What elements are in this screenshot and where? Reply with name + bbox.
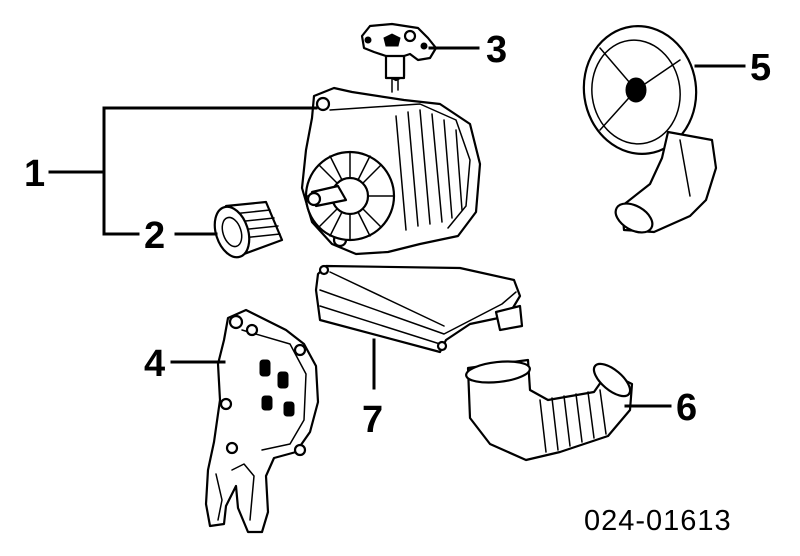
callout-1: 1 [24,153,45,195]
air-guide-part[interactable] [314,264,524,354]
voltage-regulator-part[interactable] [360,22,438,93]
callout-3: 3 [486,29,507,71]
leader-lines [48,46,746,408]
pulley-part[interactable] [209,200,284,262]
callout-2: 2 [144,215,165,257]
intake-duct-part[interactable] [576,19,718,239]
alternator-part[interactable] [300,86,482,256]
callout-4: 4 [144,343,165,385]
callout-5: 5 [750,47,771,89]
air-hose-part[interactable] [465,358,635,462]
hose-ribs [539,389,607,453]
callout-6: 6 [676,387,697,429]
diagram-code: 024-01613 [584,505,732,537]
mounting-bracket-part[interactable] [204,308,320,534]
callout-7: 7 [362,399,383,441]
alternator-fins [395,109,463,231]
